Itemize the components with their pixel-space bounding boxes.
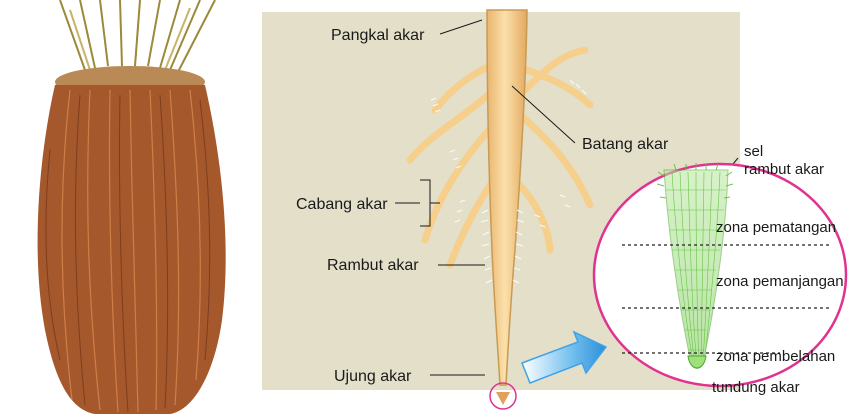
fibrous-root-photo <box>0 0 262 416</box>
label-tudung-akar: tundung akar <box>712 379 800 396</box>
label-zona-pematangan: zona pematangan <box>716 219 836 236</box>
label-rambut-akar: Rambut akar <box>327 257 419 274</box>
label-batang-akar: Batang akar <box>582 136 669 153</box>
label-zona-pembelahan: zona pembelahan <box>716 348 835 365</box>
label-sel: sel <box>744 143 763 160</box>
label-rambut-akar-cell: rambut akar <box>744 161 824 178</box>
label-cabang-akar: Cabang akar <box>296 196 388 213</box>
label-zona-pemanjangan: zona pemanjangan <box>716 273 844 290</box>
label-pangkal-akar: Pangkal akar <box>331 27 425 44</box>
label-ujung-akar: Ujung akar <box>334 368 412 385</box>
